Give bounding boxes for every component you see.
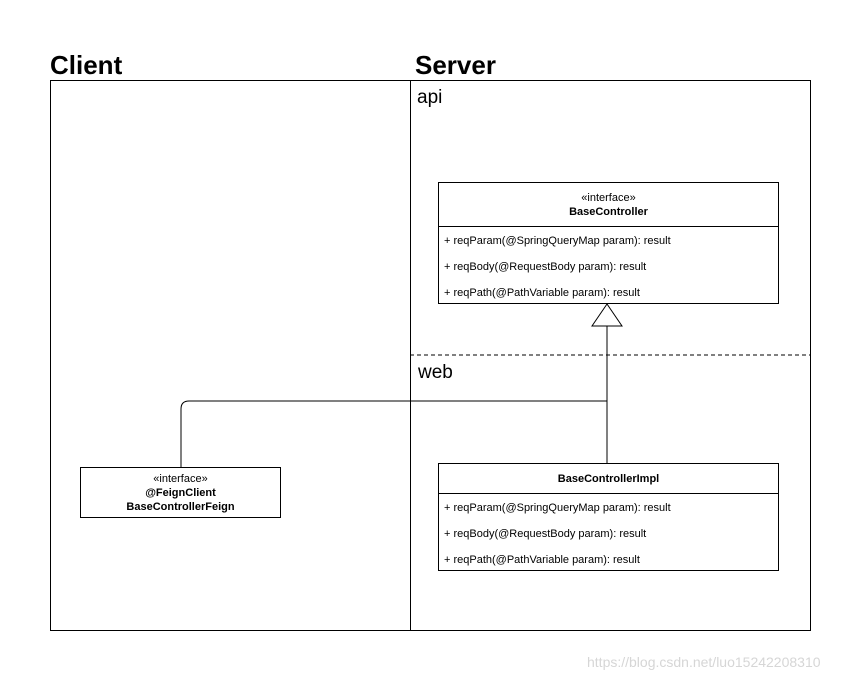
base-controller-impl-name: BaseControllerImpl: [557, 472, 660, 485]
base-controller-method-reqparam: + reqParam(@SpringQueryMap param): resul…: [444, 235, 671, 247]
base-controller-impl-method-reqpath: + reqPath(@PathVariable param): result: [444, 554, 640, 566]
web-region-label: web: [418, 362, 453, 383]
base-controller-header: «interface» BaseController: [439, 183, 778, 226]
base-controller-impl-methods: + reqParam(@SpringQueryMap param): resul…: [439, 494, 778, 573]
base-controller-impl-divider: [439, 493, 778, 494]
client-title: Client: [50, 50, 123, 80]
base-controller-feign-name: BaseControllerFeign: [126, 500, 235, 513]
base-controller-feign-stereotype: «interface»: [153, 472, 208, 485]
server-title: Server: [415, 50, 496, 80]
base-controller-class[interactable]: «interface» BaseController + reqParam(@S…: [438, 182, 779, 304]
base-controller-divider: [439, 226, 778, 227]
base-controller-feign-class[interactable]: «interface» @FeignClient BaseControllerF…: [80, 467, 281, 518]
base-controller-method-reqpath: + reqPath(@PathVariable param): result: [444, 287, 640, 299]
inheritance-arrowhead: [591, 303, 623, 327]
base-controller-impl-header: BaseControllerImpl: [439, 464, 778, 493]
base-controller-name: BaseController: [569, 205, 648, 218]
base-controller-impl-method-reqparam: + reqParam(@SpringQueryMap param): resul…: [444, 502, 671, 514]
base-controller-method-reqbody: + reqBody(@RequestBody param): result: [444, 261, 647, 273]
feign-client-annotation: @FeignClient: [145, 486, 216, 499]
base-controller-feign-header: «interface» @FeignClient BaseControllerF…: [81, 468, 280, 517]
base-controller-impl-method-reqbody: + reqBody(@RequestBody param): result: [444, 528, 647, 540]
watermark-text: https://blog.csdn.net/luo15242208310: [587, 654, 821, 670]
base-controller-stereotype: «interface»: [581, 191, 636, 204]
api-region-label: api: [417, 87, 443, 108]
base-controller-impl-class[interactable]: BaseControllerImpl + reqParam(@SpringQue…: [438, 463, 779, 571]
base-controller-methods: + reqParam(@SpringQueryMap param): resul…: [439, 227, 778, 306]
feign-association-line: [180, 400, 607, 467]
